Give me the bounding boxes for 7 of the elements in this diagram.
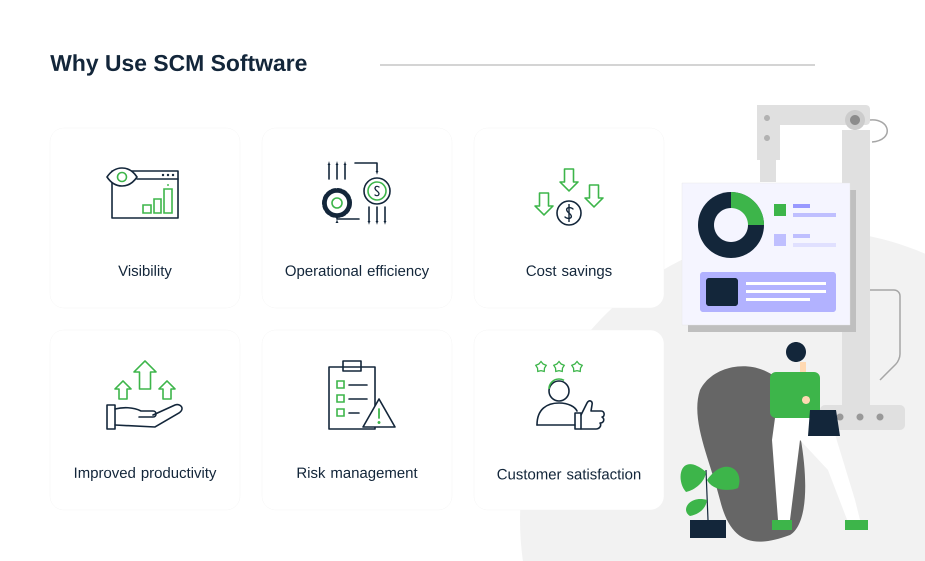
feature-card: Risk management <box>262 330 452 510</box>
feature-card: Operational efficiency <box>262 128 452 308</box>
feature-card: Improved productivity <box>50 330 240 510</box>
title: Why Use SCM Software <box>50 54 307 76</box>
feature-card: Visibility <box>50 128 240 308</box>
feature-card: Cost savings <box>474 128 664 308</box>
feature-card: Customer satisfaction <box>474 330 664 510</box>
